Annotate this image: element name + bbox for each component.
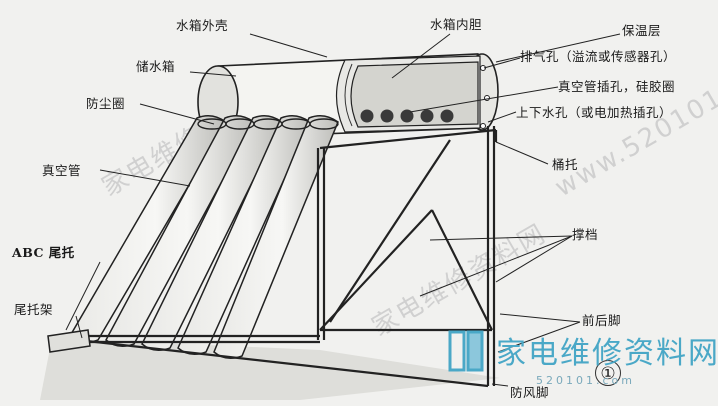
label-vent-hole: 排气孔（溢流或传感器孔）	[520, 49, 677, 64]
label-storage-tank: 储水箱	[136, 59, 176, 74]
label-abc-tail: ABC 尾托	[12, 245, 75, 260]
brand-watermark: 家电维修资料网	[496, 336, 718, 371]
label-wind-foot: 防风脚	[510, 385, 550, 400]
brand-logo-icon	[448, 330, 484, 372]
brand-url: 520101.com	[536, 374, 635, 387]
tail-bracket	[47, 329, 91, 353]
dust-rings	[197, 118, 339, 130]
label-tail-frame: 尾托架	[14, 302, 54, 317]
ground-shadow	[40, 338, 500, 400]
support-frame	[59, 126, 498, 388]
figure-number: ①	[595, 360, 621, 386]
label-inner-tank: 水箱内胆	[430, 17, 483, 32]
label-legs: 前后脚	[582, 313, 622, 328]
vacuum-tubes	[69, 115, 339, 359]
leader-lines	[65, 33, 621, 387]
label-tank-shell: 水箱外壳	[176, 18, 229, 33]
label-tube-hole: 真空管插孔，硅胶圈	[558, 79, 676, 94]
label-brace: 撑档	[572, 227, 599, 242]
label-bucket-support: 桶托	[552, 157, 579, 172]
label-vacuum-tube: 真空管	[42, 163, 82, 178]
label-dust-ring: 防尘圈	[86, 96, 126, 111]
label-insulation: 保温层	[622, 23, 662, 38]
label-water-hole: 上下水孔（或电加热插孔）	[516, 105, 673, 120]
